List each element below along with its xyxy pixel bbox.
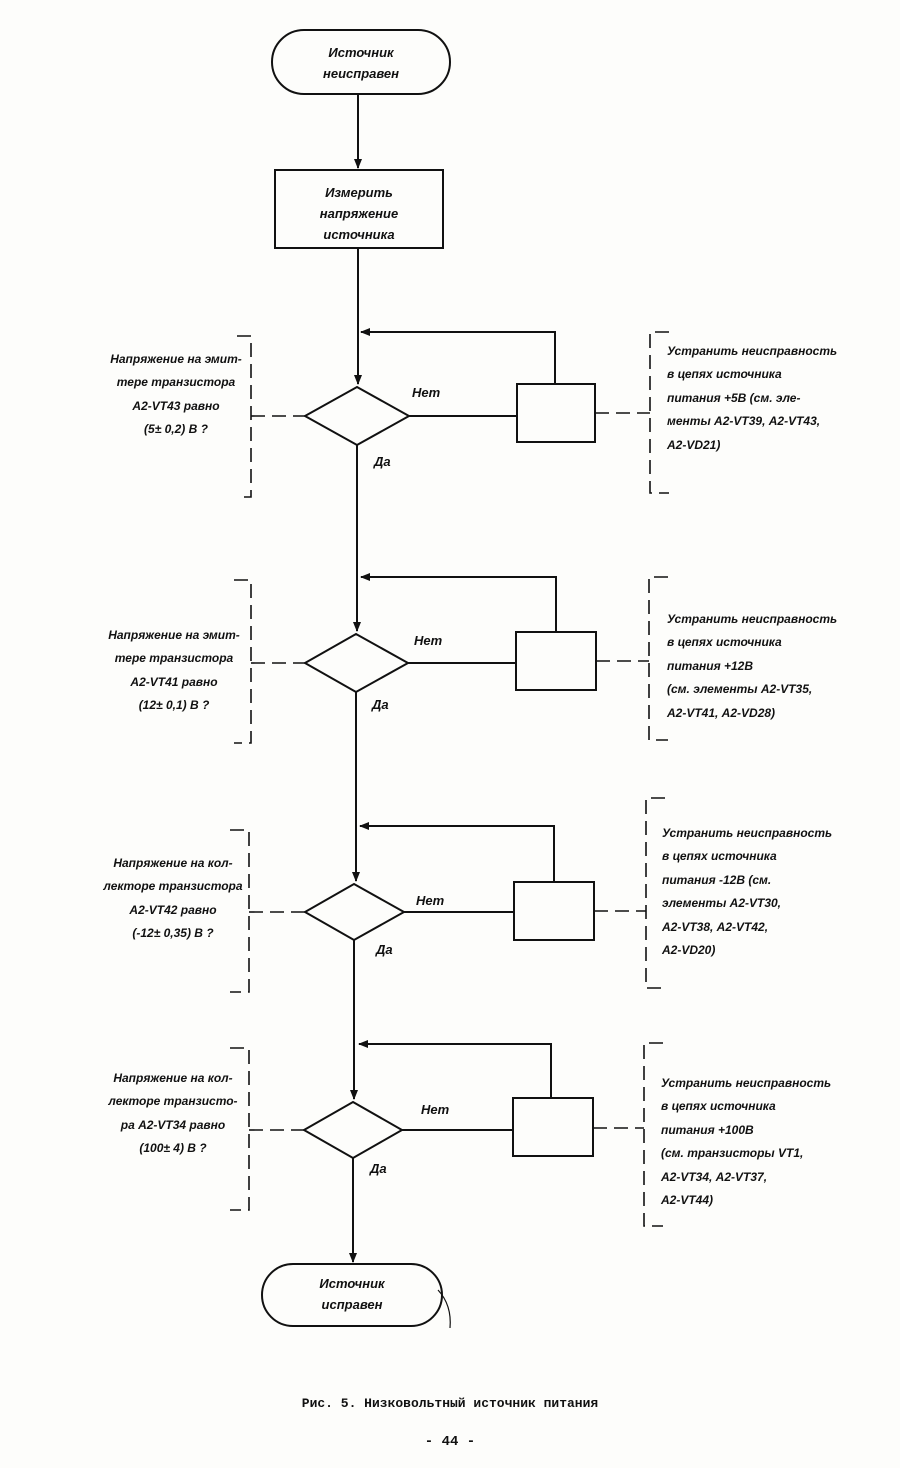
- check-3-question: Напряжение на кол- лекторе транзистора А…: [103, 856, 243, 941]
- check-2-yes-label: Да: [372, 697, 389, 712]
- check-3-no-label: Нет: [416, 893, 445, 908]
- check-4-no-label: Нет: [421, 1102, 450, 1117]
- figure-caption: Рис. 5. Низковольтный источник питания: [301, 1396, 599, 1411]
- check-2-no-label: Нет: [414, 633, 443, 648]
- start-terminator-label: Источник неисправен: [323, 45, 399, 81]
- check-1-group: [237, 328, 669, 498]
- check-4-action-box: [512, 1097, 594, 1157]
- check-1-yes-label: Да: [374, 454, 391, 469]
- check-4-action-bracket: [643, 1042, 663, 1227]
- end-terminator-label: Источник исправен: [319, 1276, 385, 1312]
- check-4-yes-label: Да: [370, 1161, 387, 1176]
- check-1-action: Устранить неисправность в цепях источник…: [667, 344, 838, 452]
- check-1-action-bracket: [649, 331, 669, 494]
- check-2-question-bracket: [234, 579, 252, 744]
- check-2-action-bracket: [648, 576, 668, 741]
- check-4-return-arrow: [358, 1040, 552, 1098]
- check-4-question-bracket: [230, 1047, 250, 1211]
- check-3-decision-diamond: [302, 882, 407, 942]
- check-3-yes-label: Да: [376, 942, 393, 957]
- check-3-question-bracket: [230, 829, 250, 993]
- check-2-return-arrow: [360, 573, 557, 632]
- start-terminator: [271, 29, 451, 95]
- measure-process-label: Измерить напряжение источника: [319, 185, 399, 242]
- check-2-question: Напряжение на эмит- тере транзистора А2-…: [108, 628, 240, 713]
- check-2-action: Устранить неисправность в цепях источник…: [667, 612, 838, 720]
- check-3-action: Устранить неисправность в цепях источник…: [662, 826, 833, 957]
- check-4-question: Напряжение на кол- лекторе транзисто- ра…: [108, 1071, 238, 1156]
- check-1-action-box: [516, 383, 596, 443]
- page-number: - 44 -: [424, 1434, 476, 1450]
- check-2-action-box: [515, 631, 597, 691]
- check-2-decision-diamond: [302, 632, 411, 694]
- check-3-action-box: [513, 881, 595, 941]
- check-4-group: [230, 1040, 663, 1227]
- check-3-return-arrow: [359, 822, 555, 882]
- check-2-group: [234, 573, 668, 744]
- check-3-group: [230, 797, 665, 993]
- check-1-decision-diamond: [302, 385, 412, 447]
- check-1-no-label: Нет: [412, 385, 441, 400]
- end-terminator-mark: [437, 1289, 451, 1329]
- check-3-action-bracket: [645, 797, 665, 989]
- check-1-return-arrow: [360, 328, 556, 384]
- check-1-question: Напряжение на эмит- тере транзистора А2-…: [110, 352, 242, 437]
- check-4-decision-diamond: [301, 1100, 405, 1160]
- check-4-action: Устранить неисправность в цепях источник…: [661, 1076, 832, 1207]
